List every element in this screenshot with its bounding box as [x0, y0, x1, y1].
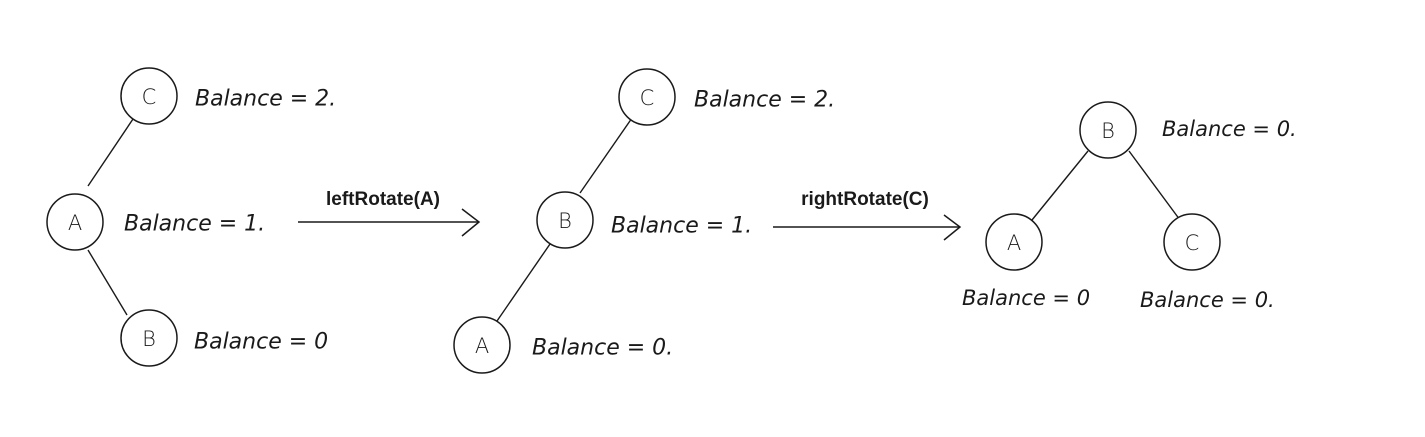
stage-1-tree: C Balance = 2. A Balance = 1. B Balance …: [46, 67, 336, 367]
node-b: B: [120, 309, 178, 367]
node-b-label: B: [142, 327, 156, 351]
stage-3-tree: B Balance = 0. A Balance = 0 C Balance =…: [962, 101, 1297, 312]
node-b-label: B: [1101, 119, 1115, 143]
node-a-balance: Balance = 0.: [532, 336, 673, 361]
node-b-balance: Balance = 0.: [1162, 117, 1297, 141]
edge-c-a: [87, 118, 134, 187]
node-b-circle: [1079, 101, 1137, 159]
node-c-label: C: [1185, 231, 1200, 255]
operation-1-arrowhead: [461, 208, 481, 237]
node-c-circle: [1163, 213, 1221, 271]
node-c-balance: Balance = 2.: [694, 88, 835, 113]
node-a: A: [985, 213, 1043, 271]
operation-1-label: leftRotate(A): [326, 189, 440, 210]
node-b-balance: Balance = 1.: [611, 214, 752, 239]
node-c: C: [120, 67, 178, 125]
node-c-balance: Balance = 0.: [1140, 288, 1275, 312]
node-a-circle: [985, 213, 1043, 271]
node-c-circle: [618, 68, 676, 126]
node-a-balance: Balance = 1.: [124, 212, 265, 237]
operation-2-label: rightRotate(C): [801, 189, 929, 210]
node-a-label: A: [68, 211, 82, 235]
edge-b-a: [1031, 150, 1089, 221]
node-b: B: [536, 191, 594, 249]
node-c-label: C: [640, 86, 655, 110]
node-c-balance: Balance = 2.: [195, 87, 336, 112]
node-b-balance: Balance = 0: [194, 330, 328, 355]
edge-a-b: [87, 249, 128, 316]
node-b: B: [1079, 101, 1137, 159]
node-b-circle: [120, 309, 178, 367]
node-a-label: A: [1007, 231, 1021, 255]
node-a: A: [453, 316, 511, 374]
edge-b-c: [1128, 150, 1181, 221]
node-b-label: B: [558, 209, 572, 233]
edge-b-a: [496, 243, 551, 322]
node-a: A: [46, 193, 104, 251]
node-b-circle: [536, 191, 594, 249]
node-a-circle: [453, 316, 511, 374]
node-a-label: A: [475, 334, 489, 358]
operation-2-arrowhead: [943, 214, 962, 241]
node-c: C: [1163, 213, 1221, 271]
edge-c-b: [579, 117, 633, 194]
operation-1: leftRotate(A): [298, 189, 481, 237]
stage-2-tree: C Balance = 2. B Balance = 1. A Balance …: [453, 68, 835, 374]
node-c-label: C: [142, 85, 157, 109]
node-a-balance: Balance = 0: [962, 286, 1090, 310]
operation-2: rightRotate(C): [773, 189, 962, 241]
node-c: C: [618, 68, 676, 126]
node-c-circle: [120, 67, 178, 125]
node-a-circle: [46, 193, 104, 251]
